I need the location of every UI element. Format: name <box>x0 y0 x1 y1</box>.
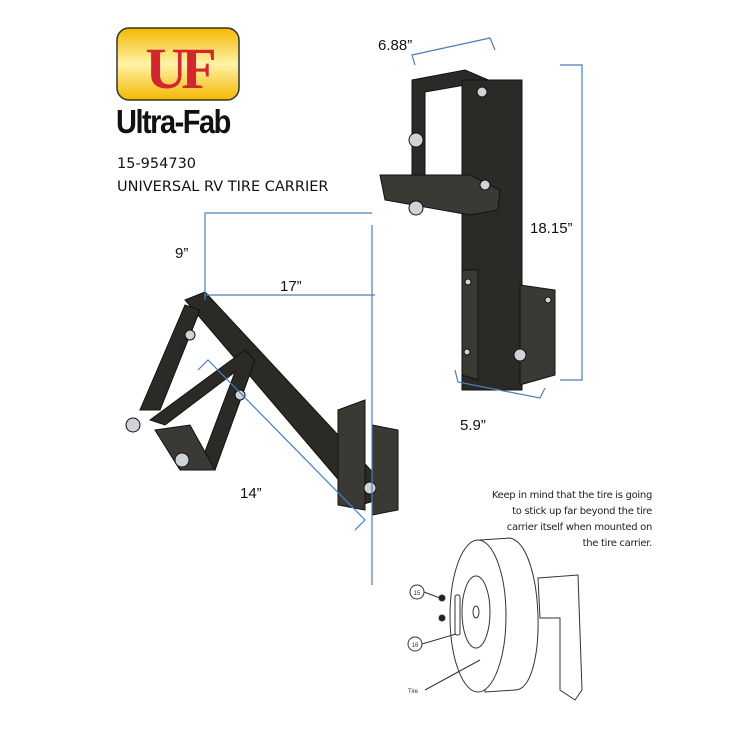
dim-arm-length: 14” <box>240 485 262 502</box>
callout-tire: Tire <box>408 689 419 695</box>
callout-nut: 15 <box>414 591 421 597</box>
carrier-bracket-front-view <box>379 69 556 391</box>
dim-height: 18.15” <box>530 220 573 237</box>
product-name: UNIVERSAL RV TIRE CARRIER <box>117 179 329 195</box>
carrier-bracket-side-view <box>125 291 399 516</box>
dimension-labels: 6.88” 18.15” 5.9” 9” 17” 14” <box>175 37 573 502</box>
logo-mark: UF <box>145 36 214 101</box>
tire-mounted-illustration: 15 16 Tire <box>407 537 583 701</box>
dimension-lines <box>197 37 583 585</box>
mounting-note: Keep in mind that the tire is going to s… <box>420 488 652 552</box>
dim-offset: 9” <box>175 245 188 262</box>
dim-extension: 17” <box>280 278 302 295</box>
logo-wordmark: Ultra-Fab <box>116 104 231 141</box>
ultra-fab-logo: UF <box>116 27 240 101</box>
part-number: 15-954730 <box>117 156 197 172</box>
note-line: the tire carrier. <box>582 538 653 549</box>
note-line: Keep in mind that the tire is going <box>491 490 652 501</box>
note-line: to stick up far beyond the tire <box>512 506 652 517</box>
callout-bolt: 16 <box>412 643 419 649</box>
dim-top-width: 6.88” <box>378 37 412 54</box>
note-line: carrier itself when mounted on <box>506 522 653 533</box>
dim-bottom-width: 5.9” <box>460 417 486 434</box>
